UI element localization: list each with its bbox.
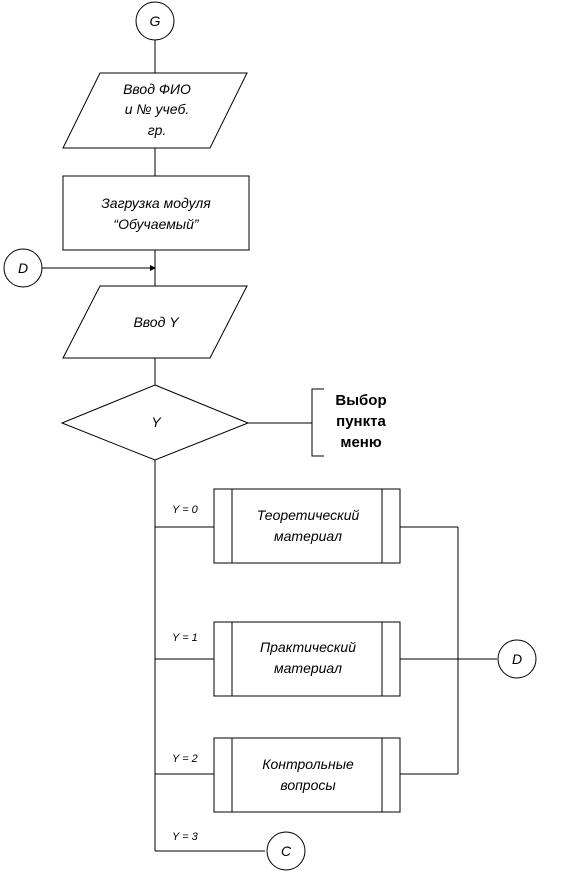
input-fio-line-3: гр. bbox=[148, 122, 167, 138]
load-module-line-2: “Обучаемый” bbox=[113, 216, 199, 232]
connector-d-right: D bbox=[497, 639, 537, 679]
practice-block: Практический материал bbox=[213, 621, 401, 697]
flow-lines bbox=[42, 40, 497, 852]
load-module-block: Загрузка модуля “Обучаемый” bbox=[62, 175, 250, 251]
branch-label-y1: Y = 1 bbox=[172, 632, 198, 644]
comment-line-3: меню bbox=[340, 434, 381, 451]
input-y-block: Ввод Y bbox=[62, 285, 248, 359]
practice-line-1: Практический bbox=[260, 639, 356, 655]
input-fio-line-1: Ввод ФИО bbox=[123, 81, 191, 97]
decision-y-label: Y bbox=[151, 414, 162, 430]
connector-c: C bbox=[266, 831, 306, 871]
comment-block: Выбор пункта меню bbox=[335, 392, 386, 451]
control-block: Контрольные вопросы bbox=[213, 737, 401, 813]
comment-line-1: Выбор bbox=[335, 392, 386, 409]
input-y-label: Ввод Y bbox=[133, 314, 180, 330]
input-fio-block: Ввод ФИО и № учеб. гр. bbox=[62, 72, 248, 149]
connector-g: G bbox=[135, 1, 175, 41]
control-line-2: вопросы bbox=[280, 777, 336, 793]
decision-y-block: Y bbox=[60, 384, 250, 461]
branch-label-y0: Y = 0 bbox=[172, 504, 199, 516]
load-module-line-1: Загрузка модуля bbox=[101, 195, 211, 211]
connector-g-label: G bbox=[150, 13, 161, 29]
connector-d-left: D bbox=[3, 248, 43, 288]
theory-line-2: материал bbox=[274, 528, 342, 544]
connector-d-left-label: D bbox=[18, 260, 28, 276]
theory-block: Теоретический материал bbox=[213, 488, 401, 564]
connector-d-right-label: D bbox=[512, 651, 522, 667]
input-fio-line-2: и № учеб. bbox=[125, 101, 190, 117]
branch-label-y2: Y = 2 bbox=[172, 753, 198, 765]
practice-line-2: материал bbox=[274, 660, 342, 676]
theory-line-1: Теоретический bbox=[257, 507, 360, 523]
connector-c-label: C bbox=[281, 843, 292, 859]
control-line-1: Контрольные bbox=[262, 756, 354, 772]
comment-bracket bbox=[311, 388, 324, 457]
branch-label-y3: Y = 3 bbox=[172, 831, 199, 843]
comment-line-2: пункта bbox=[336, 413, 386, 430]
